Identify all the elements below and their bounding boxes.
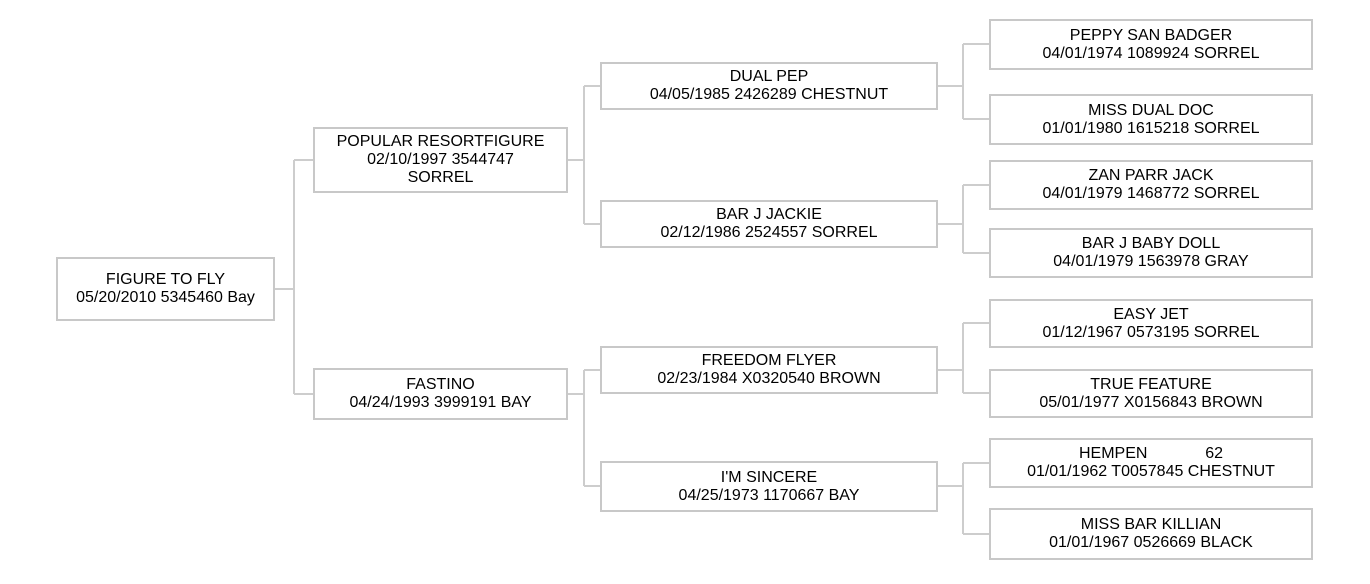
pedigree-node-freedom-flyer: FREEDOM FLYER 02/23/1984 X0320540 BROWN [600,346,938,394]
connector-popular-resortfigure [568,85,600,225]
pedigree-node-bar-j-baby-doll: BAR J BABY DOLL 04/01/1979 1563978 GRAY [989,228,1313,278]
connector-dual-pep [938,43,989,120]
horse-info: 04/05/1985 2426289 CHESTNUT [649,86,889,103]
connector-fastino [568,369,600,487]
horse-info: 04/24/1993 3999191 BAY [349,394,532,411]
connector-im-sincere [938,462,989,535]
pedigree-node-easy-jet: EASY JET 01/12/1967 0573195 SORREL [989,299,1313,348]
horse-name: PEPPY SAN BADGER [1069,26,1233,44]
horse-info: 04/01/1974 1089924 SORREL [1042,44,1260,62]
horse-name: EASY JET [1113,305,1189,323]
pedigree-node-im-sincere: I'M SINCERE 04/25/1973 1170667 BAY [600,461,938,512]
pedigree-node-peppy-san-badger: PEPPY SAN BADGER 04/01/1974 1089924 SORR… [989,19,1313,70]
horse-name: ZAN PARR JACK [1088,167,1214,184]
pedigree-node-figure-to-fly: FIGURE TO FLY 05/20/2010 5345460 Bay [56,257,275,321]
horse-info: 05/20/2010 5345460 Bay [76,289,255,306]
pedigree-node-popular-resortfigure: POPULAR RESORTFIGURE 02/10/1997 3544747 … [313,127,568,193]
horse-info: 02/12/1986 2524557 SORREL [660,224,878,241]
horse-name: FASTINO [406,376,475,393]
horse-name: FIGURE TO FLY [105,271,226,288]
horse-info: 02/23/1984 X0320540 BROWN [657,370,881,387]
pedigree-node-zan-parr-jack: ZAN PARR JACK 04/01/1979 1468772 SORREL [989,160,1313,210]
horse-info: 01/01/1962 T0057845 CHESTNUT [1027,463,1275,480]
pedigree-node-true-feature: TRUE FEATURE 05/01/1977 X0156843 BROWN [989,369,1313,418]
connector-bar-j-jackie [938,184,989,254]
horse-info: 05/01/1977 X0156843 BROWN [1039,393,1263,411]
horse-info: 01/12/1967 0573195 SORREL [1042,323,1260,341]
horse-color: SORREL [407,169,474,186]
horse-name: DUAL PEP [729,68,809,85]
horse-name: MISS BAR KILLIAN [1080,516,1222,533]
pedigree-node-hempen-62: HEMPEN 62 01/01/1962 T0057845 CHESTNUT [989,438,1313,488]
pedigree-node-miss-bar-killian: MISS BAR KILLIAN 01/01/1967 0526669 BLAC… [989,508,1313,560]
horse-name: TRUE FEATURE [1090,375,1212,393]
pedigree-node-fastino: FASTINO 04/24/1993 3999191 BAY [313,368,568,420]
horse-info: 01/01/1980 1615218 SORREL [1042,119,1260,137]
horse-name: I'M SINCERE [720,468,818,486]
connector-figure-to-fly [275,159,313,395]
horse-name: POPULAR RESORTFIGURE [336,133,545,150]
pedigree-node-bar-j-jackie: BAR J JACKIE 02/12/1986 2524557 SORREL [600,200,938,248]
horse-info: 04/01/1979 1563978 GRAY [1053,253,1249,270]
horse-info: 01/01/1967 0526669 BLACK [1049,534,1253,551]
horse-name: BAR J JACKIE [716,206,822,223]
horse-info: 04/25/1973 1170667 BAY [678,486,860,504]
horse-name: FREEDOM FLYER [701,352,837,369]
pedigree-node-dual-pep: DUAL PEP 04/05/1985 2426289 CHESTNUT [600,62,938,110]
horse-name: HEMPEN 62 [1078,445,1224,462]
horse-name: BAR J BABY DOLL [1081,235,1221,252]
horse-info: 04/01/1979 1468772 SORREL [1042,185,1260,202]
connector-freedom-flyer [938,322,989,394]
horse-name: MISS DUAL DOC [1088,101,1214,119]
pedigree-node-miss-dual-doc: MISS DUAL DOC 01/01/1980 1615218 SORREL [989,94,1313,145]
horse-info: 02/10/1997 3544747 [367,151,514,168]
